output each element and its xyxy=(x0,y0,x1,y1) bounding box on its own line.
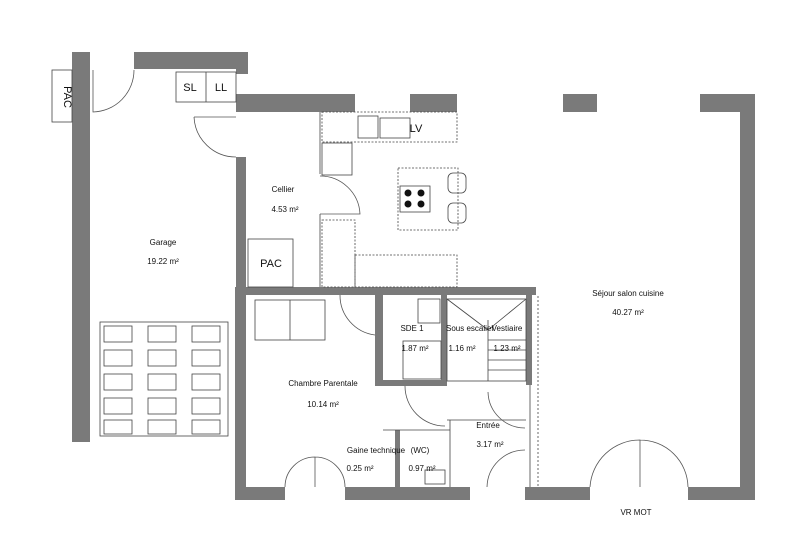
sl-label: SL xyxy=(183,82,196,94)
sde1-area: 1.87 m² xyxy=(401,344,428,353)
ll-label: LL xyxy=(215,82,227,94)
wc-area: 0.97 m² xyxy=(408,464,435,473)
vestiaire-area: 1.23 m² xyxy=(493,344,520,353)
partitions xyxy=(319,112,531,487)
lv-label: LV xyxy=(410,123,423,135)
cooktop-icon xyxy=(399,185,431,213)
pac-indoor-unit xyxy=(247,238,294,288)
kitchen xyxy=(321,111,467,288)
sous-escalier-name: Sous escalier xyxy=(446,324,494,333)
walls xyxy=(72,52,755,500)
gaine-name: Gaine technique xyxy=(347,446,406,455)
wc-name: (WC) xyxy=(411,446,430,455)
cellier-area: 4.53 m² xyxy=(271,205,298,214)
garage-name: Garage xyxy=(150,238,177,247)
entree-area: 3.17 m² xyxy=(476,440,503,449)
entree-name: Entrée xyxy=(476,421,500,430)
staircase xyxy=(446,298,527,382)
garage-storage-grid xyxy=(99,321,229,437)
cellier-name: Cellier xyxy=(272,185,295,194)
garage-area: 19.22 m² xyxy=(147,257,179,266)
sde1-name: SDE 1 xyxy=(400,324,424,333)
sejour-area: 40.27 m² xyxy=(612,308,644,317)
gaine-area: 0.25 m² xyxy=(346,464,373,473)
sous-escalier-area: 1.16 m² xyxy=(448,344,475,353)
pac-indoor-label: PAC xyxy=(260,258,282,270)
sejour-name: Séjour salon cuisine xyxy=(592,289,664,298)
fixtures xyxy=(254,296,539,487)
door-swings xyxy=(92,69,689,488)
chambre-name: Chambre Parentale xyxy=(288,379,358,388)
vestiaire-name: Vestiaire xyxy=(492,324,523,333)
pac-outdoor-unit xyxy=(51,69,73,123)
pac-outdoor-label: PAC xyxy=(61,86,73,108)
chambre-area: 10.14 m² xyxy=(307,400,339,409)
vr-mot-label: VR MOT xyxy=(620,508,651,517)
